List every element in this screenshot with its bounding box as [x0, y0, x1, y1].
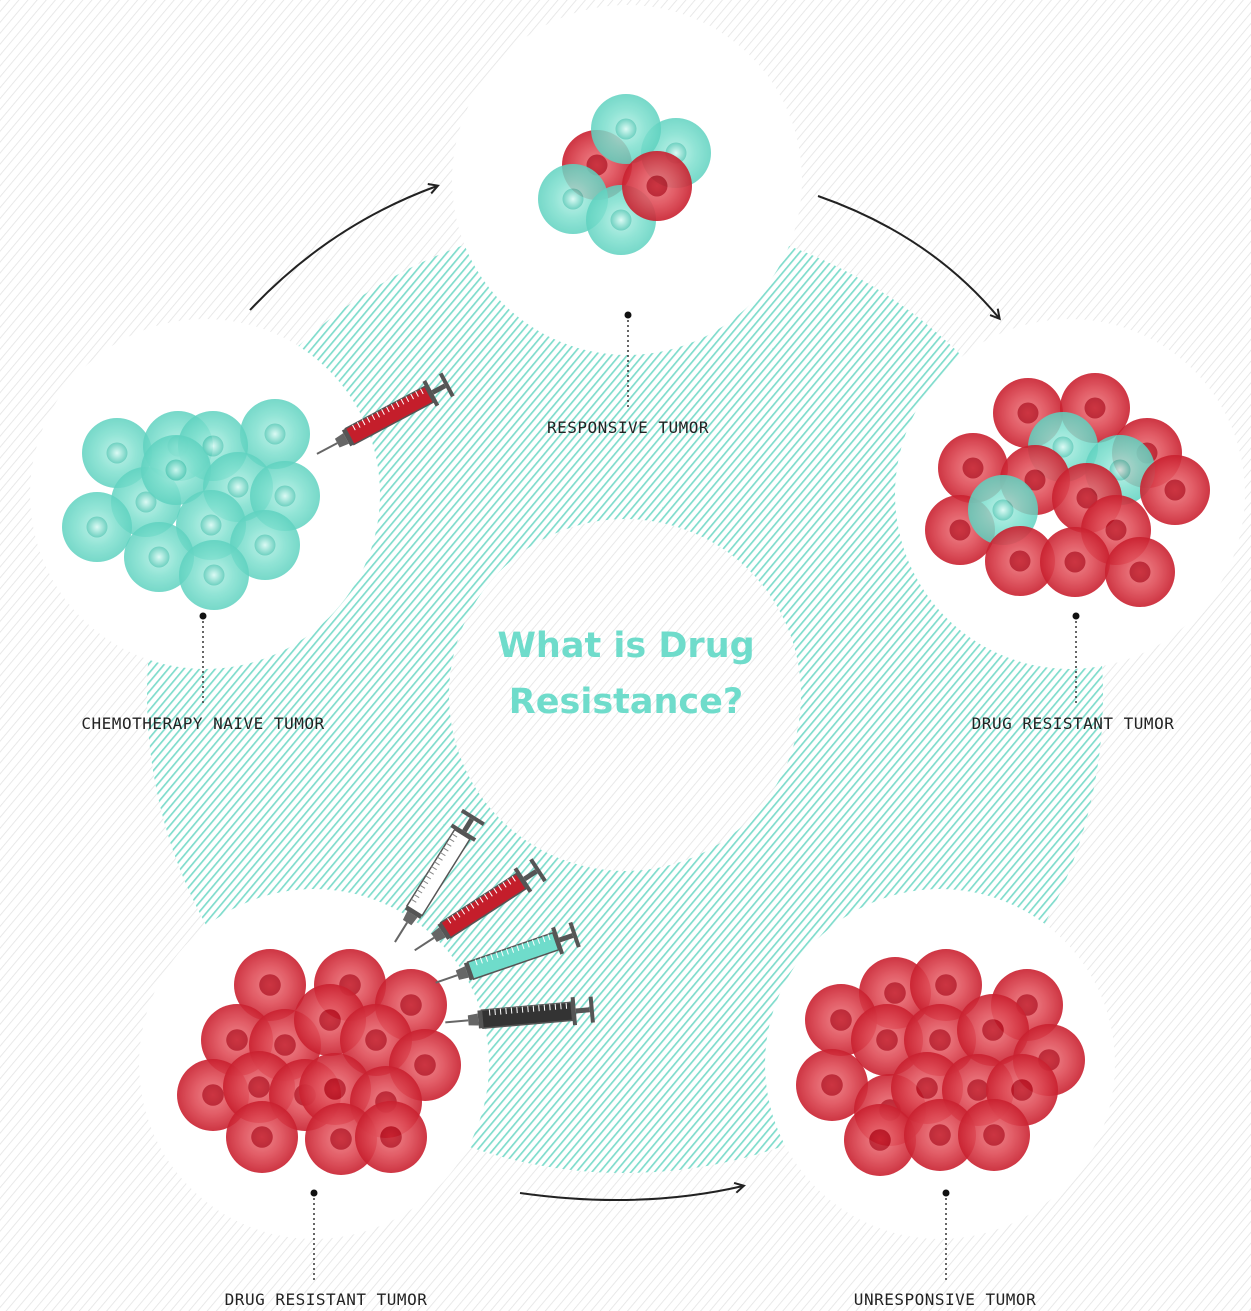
center-disc	[449, 519, 801, 871]
cell-cluster-unresponsive	[796, 949, 1085, 1176]
label-drug-resistant-tumor-right: DRUG RESISTANT TUMOR	[971, 714, 1175, 733]
diagram-title: What is Drug Resistance?	[497, 626, 755, 722]
red-cell	[796, 1049, 868, 1121]
red-cell	[226, 1101, 298, 1173]
red-cell	[957, 994, 1029, 1066]
cell-cluster-responsive	[538, 94, 711, 255]
red-cell	[622, 151, 692, 221]
red-cell	[844, 1104, 916, 1176]
red-cell	[1140, 455, 1210, 525]
syringes	[316, 372, 595, 1029]
teal-cell	[176, 490, 246, 560]
label-leaders	[199, 311, 1080, 1282]
red-cell	[1105, 537, 1175, 607]
teal-cell	[230, 510, 300, 580]
teal-cell	[62, 492, 132, 562]
label-responsive-tumor: RESPONSIVE TUMOR	[546, 418, 710, 437]
cycle-arrow-icon	[249, 186, 999, 1202]
red-cell	[355, 1101, 427, 1173]
cell-cluster-resistant-bottom	[177, 949, 461, 1175]
syringe-red-icon	[414, 858, 547, 952]
red-cell	[958, 1099, 1030, 1171]
red-cell	[904, 1099, 976, 1171]
cell-cluster-naive	[62, 399, 320, 610]
teal-cell	[240, 399, 310, 469]
label-unresponsive-tumor: UNRESPONSIVE TUMOR	[853, 1290, 1037, 1309]
label-drug-resistant-tumor-bottom: DRUG RESISTANT TUMOR	[224, 1290, 428, 1309]
teal-cell	[141, 435, 211, 505]
syringe-teal-icon	[435, 921, 581, 984]
syringe-red-icon	[316, 372, 455, 455]
teal-cell	[124, 522, 194, 592]
red-cell	[1040, 527, 1110, 597]
red-cell	[910, 949, 982, 1021]
teal-cell	[591, 94, 661, 164]
red-cell	[851, 1004, 923, 1076]
cell-cluster-resistant-right	[925, 373, 1210, 607]
teal-cell	[179, 540, 249, 610]
label-chemotherapy-naive-tumor: CHEMOTHERAPY NAIVE TUMOR	[81, 714, 325, 733]
red-cell	[985, 526, 1055, 596]
red-cell	[234, 949, 306, 1021]
syringe-black-icon	[445, 996, 595, 1029]
syringe-white-icon	[394, 808, 485, 943]
